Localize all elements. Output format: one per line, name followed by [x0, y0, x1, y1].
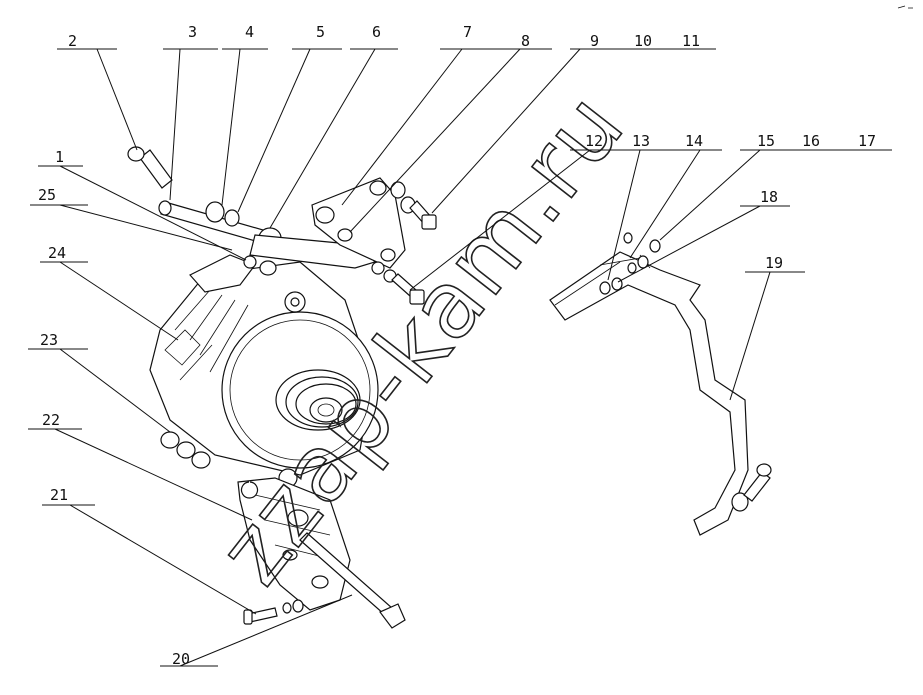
callout-11: 11 [682, 32, 700, 50]
callout-15: 15 [757, 132, 775, 150]
callout-1: 1 [55, 148, 64, 166]
callout-10: 10 [634, 32, 652, 50]
belt-guard-19 [549, 251, 749, 536]
nuts-23 [160, 431, 211, 469]
leader-lines [28, 48, 892, 667]
callout-16: 16 [802, 132, 820, 150]
callout-22: 22 [42, 411, 60, 429]
callout-17: 17 [858, 132, 876, 150]
corner-mark [897, 5, 913, 9]
callout-14: 14 [685, 132, 703, 150]
callout-5: 5 [316, 23, 325, 41]
callout-19: 19 [765, 254, 783, 272]
callout-labels: 2 3 4 5 6 7 8 9 10 11 12 13 14 15 16 17 … [38, 23, 876, 668]
callout-25: 25 [38, 186, 56, 204]
callout-3: 3 [188, 23, 197, 41]
callout-4: 4 [245, 23, 254, 41]
callout-9: 9 [590, 32, 599, 50]
callout-24: 24 [48, 244, 66, 262]
alternator [149, 254, 379, 488]
callout-13: 13 [632, 132, 650, 150]
lower-bracket [237, 477, 351, 611]
long-bolt-20 [299, 532, 406, 629]
bolt-12 [371, 261, 425, 305]
bolt-lower-right [731, 463, 772, 512]
upper-bolts [127, 146, 377, 276]
callout-7: 7 [463, 23, 472, 41]
callout-8: 8 [521, 32, 530, 50]
callout-20: 20 [172, 650, 190, 668]
short-bolt-21 [243, 599, 304, 625]
callout-2: 2 [68, 32, 77, 50]
callout-18: 18 [760, 188, 778, 206]
callout-21: 21 [50, 486, 68, 504]
callout-23: 23 [40, 331, 58, 349]
callout-6: 6 [372, 23, 381, 41]
bolts-9-11 [390, 181, 437, 230]
callout-12: 12 [585, 132, 603, 150]
small-hardware-13-18 [599, 232, 661, 295]
